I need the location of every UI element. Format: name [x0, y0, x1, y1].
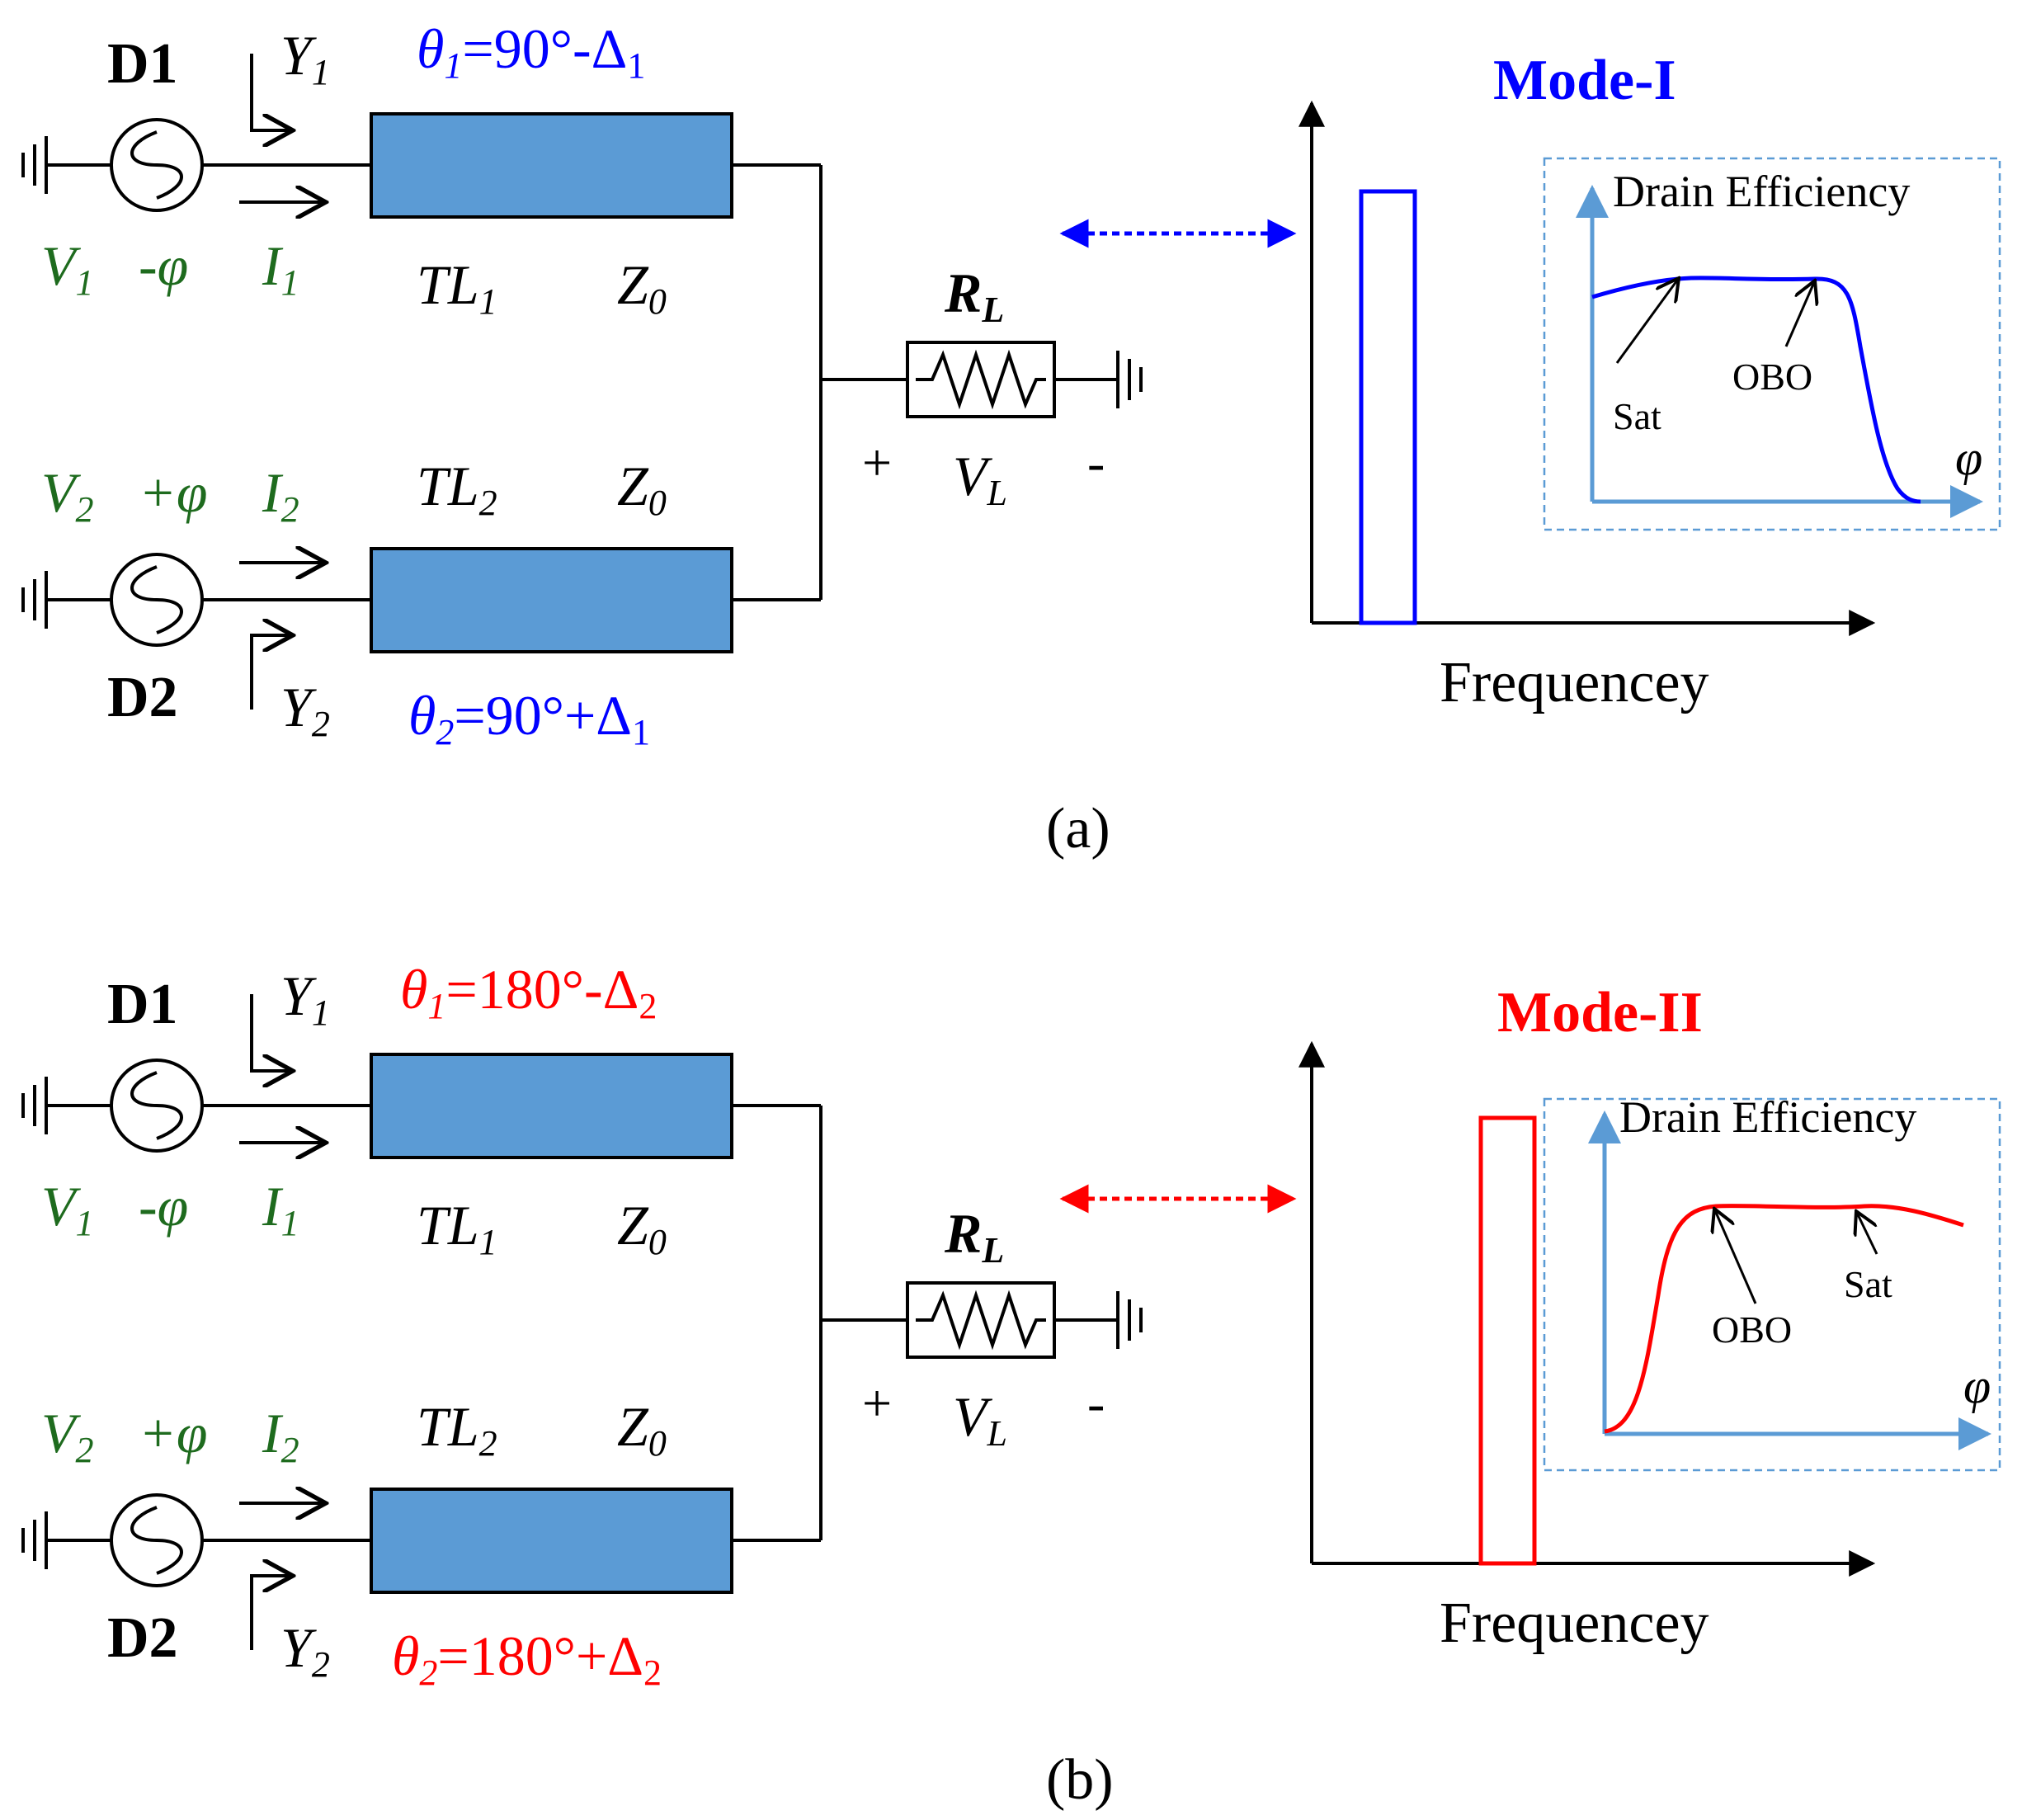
admittance-y2-label: Y2 — [280, 676, 330, 744]
spectrum-bar — [1478, 1115, 1537, 1566]
driver1-label: D1 — [107, 32, 178, 96]
driver1-label: D1 — [107, 973, 178, 1036]
mode-title: Mode-I — [1493, 49, 1676, 112]
efficiency-curve — [1591, 276, 1921, 504]
voltage-v2-label: V2 — [41, 1402, 94, 1470]
inset-x-label: φ — [1963, 1359, 1991, 1413]
theta1-label: θ1=90°-Δ1 — [417, 17, 645, 86]
spectrum-x-label: Frequencey — [1440, 651, 1709, 714]
inset-x-label: φ — [1955, 431, 1982, 485]
panel-b: D1 D2 Y1 Y2 V1 -φ I1 V2 +φ I2 TL1 Z0 TL2… — [23, 958, 2000, 1812]
annotation-obo: OBO — [1712, 1308, 1792, 1351]
load-plus-label: + — [862, 1374, 892, 1432]
tl1-label: TL1 — [417, 1194, 497, 1262]
admittance-y2-label: Y2 — [280, 1616, 330, 1685]
phase-v2-label: +φ — [139, 1402, 208, 1464]
load-voltage-label: VL — [953, 445, 1007, 513]
annotation-obo: OBO — [1732, 356, 1812, 398]
current-i2-label: I2 — [262, 461, 299, 530]
panel-caption: (a) — [1046, 797, 1110, 860]
spectrum-bar — [1359, 189, 1417, 625]
tl2-impedance-label: Z0 — [617, 1395, 667, 1464]
current-i2-label: I2 — [262, 1402, 299, 1470]
inset-y-label: Drain Efficiency — [1613, 167, 1910, 216]
tl2-label: TL2 — [417, 1395, 497, 1464]
load-minus-label: - — [1087, 433, 1105, 492]
load-resistor-label: RL — [944, 262, 1004, 330]
voltage-v2-label: V2 — [41, 461, 94, 530]
current-i1-label: I1 — [262, 234, 299, 303]
theta2-label: θ2=180°+Δ2 — [392, 1624, 662, 1693]
tl1-impedance-label: Z0 — [617, 253, 667, 322]
annotation-sat: Sat — [1844, 1263, 1892, 1305]
voltage-v1-label: V1 — [41, 234, 94, 303]
voltage-v1-label: V1 — [41, 1175, 94, 1243]
driver2-label: D2 — [107, 666, 178, 729]
mode-title: Mode-II — [1497, 981, 1703, 1044]
panel-caption: (b) — [1046, 1748, 1114, 1812]
load-resistor-label: RL — [944, 1202, 1004, 1271]
tl2-impedance-label: Z0 — [617, 455, 667, 523]
panel-a: D1 D2 Y1 Y2 V1 -φ I1 V2 +φ I2 TL1 Z0 TL2… — [23, 17, 2000, 860]
tl1-impedance-label: Z0 — [617, 1194, 667, 1262]
inset-y-label: Drain Efficiency — [1619, 1092, 1916, 1142]
spectrum-x-label: Frequencey — [1440, 1591, 1709, 1655]
annotation-sat: Sat — [1613, 395, 1661, 437]
tl1-label: TL1 — [417, 253, 497, 322]
load-plus-label: + — [862, 433, 892, 492]
admittance-y1-label: Y1 — [280, 964, 330, 1033]
phase-v1-label: -φ — [139, 1175, 188, 1238]
driver2-label: D2 — [107, 1606, 178, 1670]
theta1-label: θ1=180°-Δ2 — [400, 958, 657, 1026]
phase-v1-label: -φ — [139, 234, 188, 297]
current-i1-label: I1 — [262, 1175, 299, 1243]
theta2-label: θ2=90°+Δ1 — [408, 684, 650, 752]
admittance-y1-label: Y1 — [280, 24, 330, 92]
tl2-label: TL2 — [417, 455, 497, 523]
load-voltage-label: VL — [953, 1385, 1007, 1454]
load-minus-label: - — [1087, 1374, 1105, 1432]
phase-v2-label: +φ — [139, 461, 208, 524]
